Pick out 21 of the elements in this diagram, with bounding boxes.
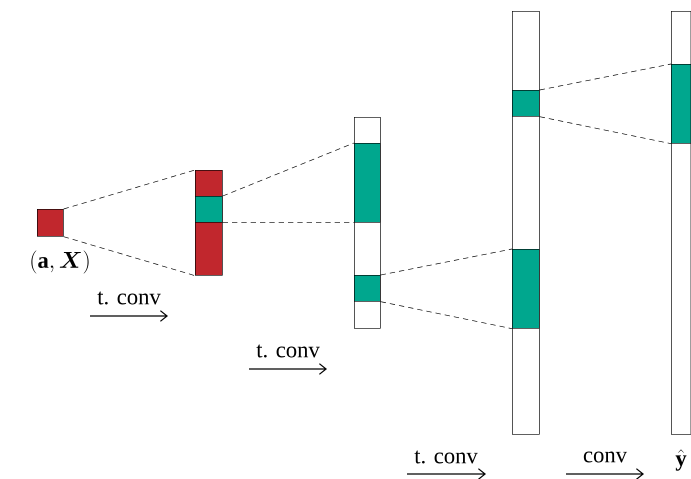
dashed-line	[380, 248, 512, 276]
arrow-label: t. conv	[414, 450, 478, 464]
cell-box	[354, 275, 381, 302]
dashed-line	[63, 236, 196, 276]
cell-box	[512, 90, 540, 117]
cell-box	[195, 196, 223, 223]
cell-box	[354, 143, 381, 223]
math-label: $(\mathbf{a},\boldsymbol{X})$	[31, 250, 89, 274]
cell-box	[671, 64, 691, 144]
dashed-line	[222, 142, 354, 196]
cell-box	[512, 249, 540, 329]
arrow-label: t. conv	[97, 291, 161, 305]
input-square	[37, 209, 64, 237]
arrow-label: t. conv	[256, 344, 320, 358]
dashed-line	[222, 222, 354, 223]
arrow-label: conv	[584, 452, 628, 462]
dashed-line	[63, 170, 196, 210]
dashed-line	[539, 116, 672, 144]
dashed-line	[380, 301, 512, 329]
dashed-line	[539, 64, 672, 90]
math-label: $\hat{\mathbf{y}}$	[676, 449, 686, 471]
